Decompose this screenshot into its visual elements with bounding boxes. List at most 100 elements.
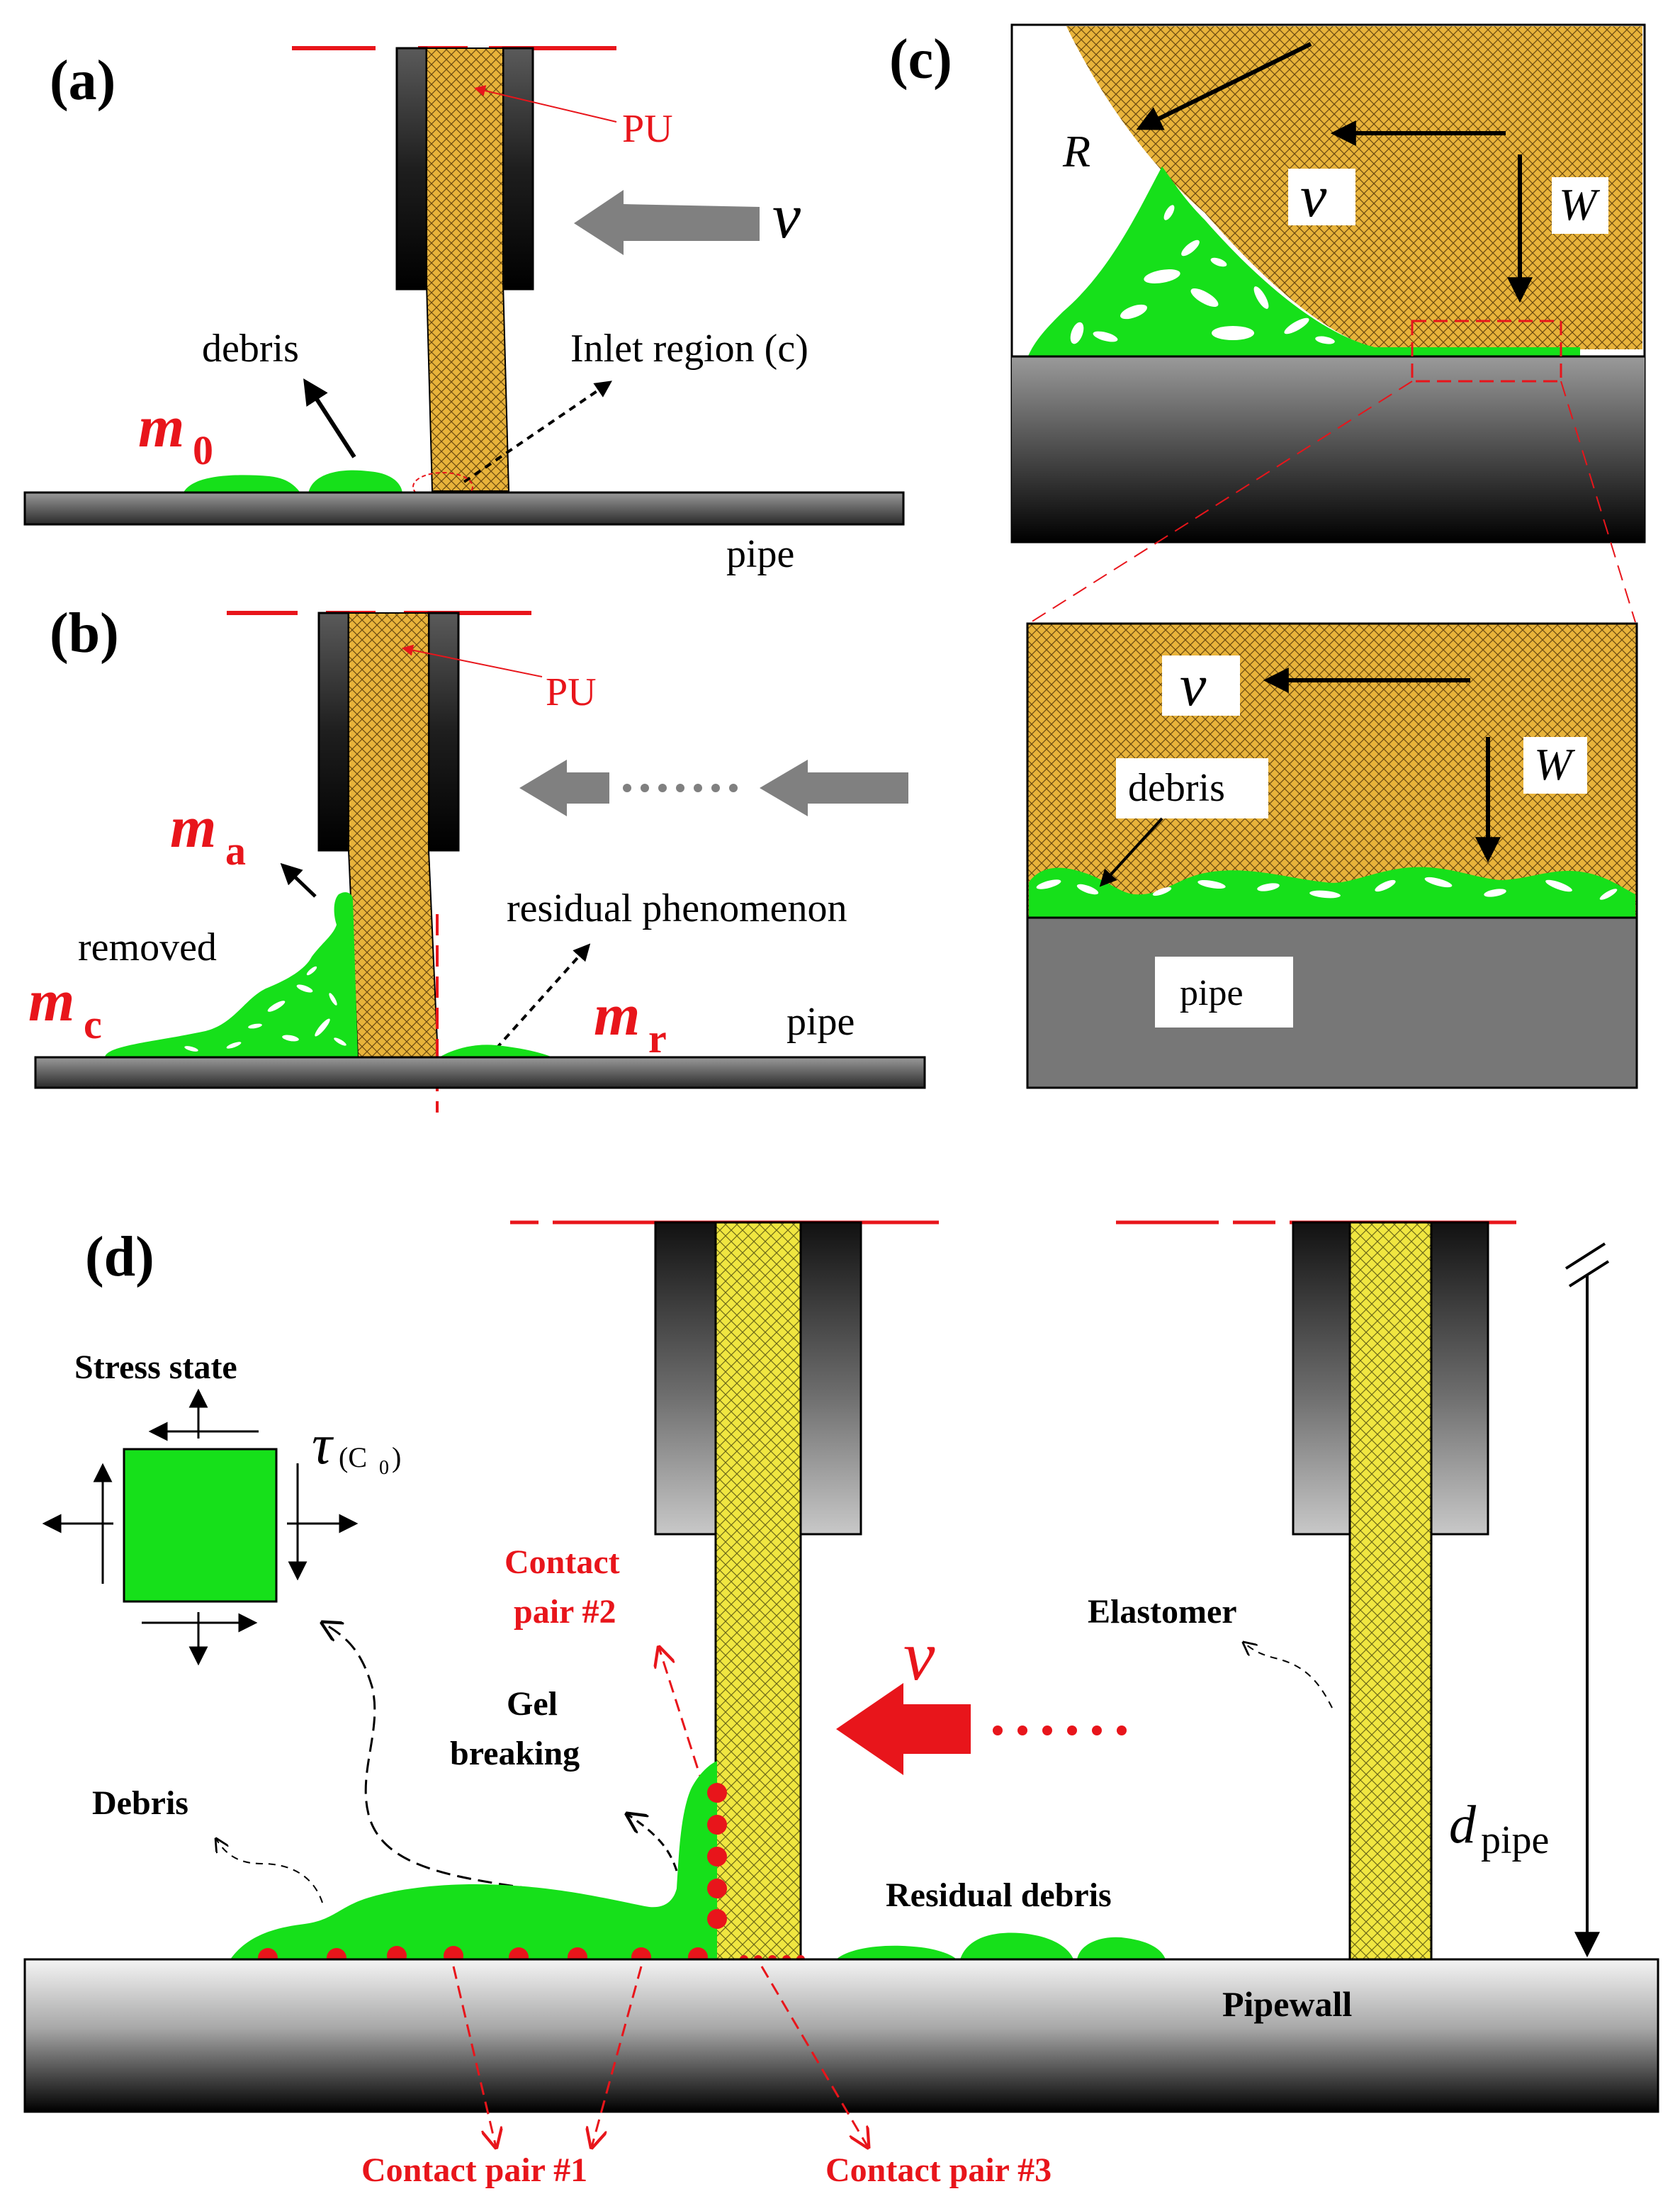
- panel-d-holder-right-2: [1430, 1221, 1489, 1536]
- panel-d-residual-label: Residual debris: [886, 1876, 1112, 1914]
- panel-c-gel-flakes: [1070, 205, 1335, 344]
- panel-a-pu-label: PU: [622, 107, 673, 151]
- panel-d-stress-state-label: Stress state: [74, 1349, 237, 1386]
- panel-b-mr-label: m r: [594, 982, 667, 1062]
- panel-a-mass-symbol: m: [138, 394, 184, 460]
- panel-a-inlet-label: Inlet region (c): [570, 327, 808, 371]
- panel-c-zoom-flakes: [1036, 877, 1618, 900]
- panel-b-ma-symbol: m: [170, 794, 216, 860]
- panel-c-R-label: R: [1062, 126, 1090, 176]
- panel-d-residual-blob-3: [1077, 1937, 1166, 1959]
- panel-a-pu-pointer: [473, 85, 617, 123]
- panel-d-residual-blob-1: [836, 1945, 957, 1959]
- panel-d-stress-square: [123, 1448, 278, 1603]
- panel-b-mr-sub: r: [648, 1015, 667, 1062]
- panel-c-pipe: [1012, 356, 1645, 542]
- panel-d-stress-element: [42, 1388, 359, 1666]
- panel-c-zoom-W-label: W: [1534, 739, 1576, 789]
- panel-d-tag: (d): [85, 1226, 154, 1288]
- panel-b-velocity-arrow-2: [760, 760, 908, 816]
- panel-a-debris-label: debris: [202, 327, 299, 371]
- panel-d-gel-debris: [230, 1761, 717, 1959]
- panel-b-pipe: [34, 1056, 926, 1089]
- panel-c-zoom-source: [1411, 320, 1562, 383]
- panel-c-W-box: [1552, 177, 1608, 234]
- panel-d-velocity-dots: [993, 1726, 1127, 1735]
- panel-d-contact2-line2: pair #2: [514, 1593, 616, 1631]
- panel-a-debris-blob-2: [308, 470, 402, 494]
- panel-c-zoom-pipe-label: pipe: [1180, 973, 1244, 1013]
- panel-c-zoom-debris-label: debris: [1128, 766, 1225, 810]
- panel-a-tag: (a): [50, 50, 115, 112]
- panel-d-pipewall-label: Pipewall: [1222, 1984, 1352, 2024]
- panel-a-mass-label: m 0: [138, 394, 213, 473]
- panel-a-holder-right: [502, 47, 534, 291]
- panel-d-debris-arrow: [216, 1839, 323, 1903]
- panel-b-velocity-dots: [623, 784, 738, 792]
- panel-b-mr-symbol: m: [594, 982, 640, 1048]
- panel-a-pu-elastomer: [426, 47, 510, 492]
- panel-b-pipe-label: pipe: [787, 1000, 855, 1044]
- panel-d-tau-symbol: τ: [312, 1414, 334, 1476]
- panel-a-pipe: [23, 491, 905, 526]
- panel-b-residual-arrow: [495, 943, 591, 1050]
- panel-d-tau-close: ): [392, 1441, 401, 1473]
- panel-d-contact-dots-vertical: [707, 1783, 727, 1929]
- panel-c-zoom-W-box: [1523, 737, 1587, 794]
- panel-d-debris-label: Debris: [92, 1784, 188, 1822]
- panel-d-velocity-label: v: [903, 1616, 935, 1695]
- panel-a-debris-blob-1: [183, 475, 301, 494]
- panel-a-velocity-arrow: [574, 190, 760, 255]
- panel-d-tau-sub: (C: [339, 1441, 367, 1473]
- panel-b-ma-sub: a: [225, 828, 246, 874]
- panel-a-velocity-label: v: [772, 181, 801, 252]
- panel-d-contact3-label: Contact pair #3: [825, 2151, 1052, 2189]
- panel-c-zoom-line-right: [1560, 381, 1636, 623]
- panel-b-removed-debris: [105, 892, 358, 1057]
- panel-d-contact3-arrow: [760, 1966, 868, 2147]
- panel-a: (a) PU v debris Inlet region (c) m 0 pip…: [23, 46, 905, 576]
- panel-d-gel-arrow: [627, 1814, 678, 1871]
- panel-b-velocity-arrow-1: [519, 760, 609, 816]
- panel-c-zoom-debris-box: [1116, 758, 1268, 818]
- panel-b-ma-arrow: [280, 862, 317, 898]
- panel-d-tau-sub-zero: 0: [379, 1457, 389, 1479]
- panel-d-dpipe-label: d pipe: [1449, 1795, 1549, 1862]
- panel-c-zoom-debris-arrow: [1099, 817, 1163, 887]
- panel-d-residual-blob-2: [960, 1932, 1073, 1959]
- panel-d-gel-line1: Gel: [507, 1685, 558, 1723]
- panel-b-mc-sub: c: [84, 1001, 102, 1047]
- panel-b-pu-label: PU: [546, 670, 597, 714]
- panel-c-v-box: [1288, 169, 1355, 225]
- panel-d-dpipe-sub: pipe: [1481, 1818, 1549, 1862]
- panel-d-dpipe-symbol: d: [1449, 1795, 1477, 1854]
- panel-a-holder-left: [395, 47, 428, 291]
- panel-c-zoom-line-left: [1030, 381, 1413, 623]
- panel-d-elastomer-1: [714, 1221, 802, 1961]
- panel-d-break-mark: [1565, 1242, 1610, 1288]
- panel-b-pu-elastomer: [348, 612, 439, 1058]
- panel-b: (b) PU m a removed m c: [28, 602, 926, 1113]
- panel-c-zoom-v-label: v: [1180, 653, 1207, 719]
- panel-a-inlet-arrow: [463, 381, 612, 483]
- panel-c-W-label: W: [1559, 179, 1601, 230]
- panel-d-contact1-arrow-b: [592, 1966, 643, 2147]
- panel-a-pipe-label: pipe: [726, 532, 794, 576]
- panel-c-tag: (c): [889, 28, 952, 91]
- panel-d-contact2-line1: Contact: [504, 1543, 620, 1581]
- panel-b-residual-label: residual phenomenon: [507, 886, 847, 930]
- panel-b-removed-label: removed: [78, 925, 217, 969]
- panel-d-gel-line2: breaking: [450, 1735, 580, 1772]
- panel-d-velocity-arrow: [836, 1683, 971, 1775]
- panel-a-debris-arrow: [303, 378, 356, 458]
- panel-b-debris-flakes: [184, 966, 346, 1052]
- panel-b-pu-pointer: [401, 644, 543, 677]
- panel-d-contact1-label: Contact pair #1: [361, 2151, 587, 2189]
- panel-b-mc-symbol: m: [28, 968, 74, 1034]
- panel-c-zoom-v-box: [1162, 655, 1240, 716]
- panel-b-ma-label: m a: [170, 794, 246, 874]
- panel-b-holder-left: [317, 612, 350, 852]
- panel-b-residual-debris: [439, 1045, 553, 1057]
